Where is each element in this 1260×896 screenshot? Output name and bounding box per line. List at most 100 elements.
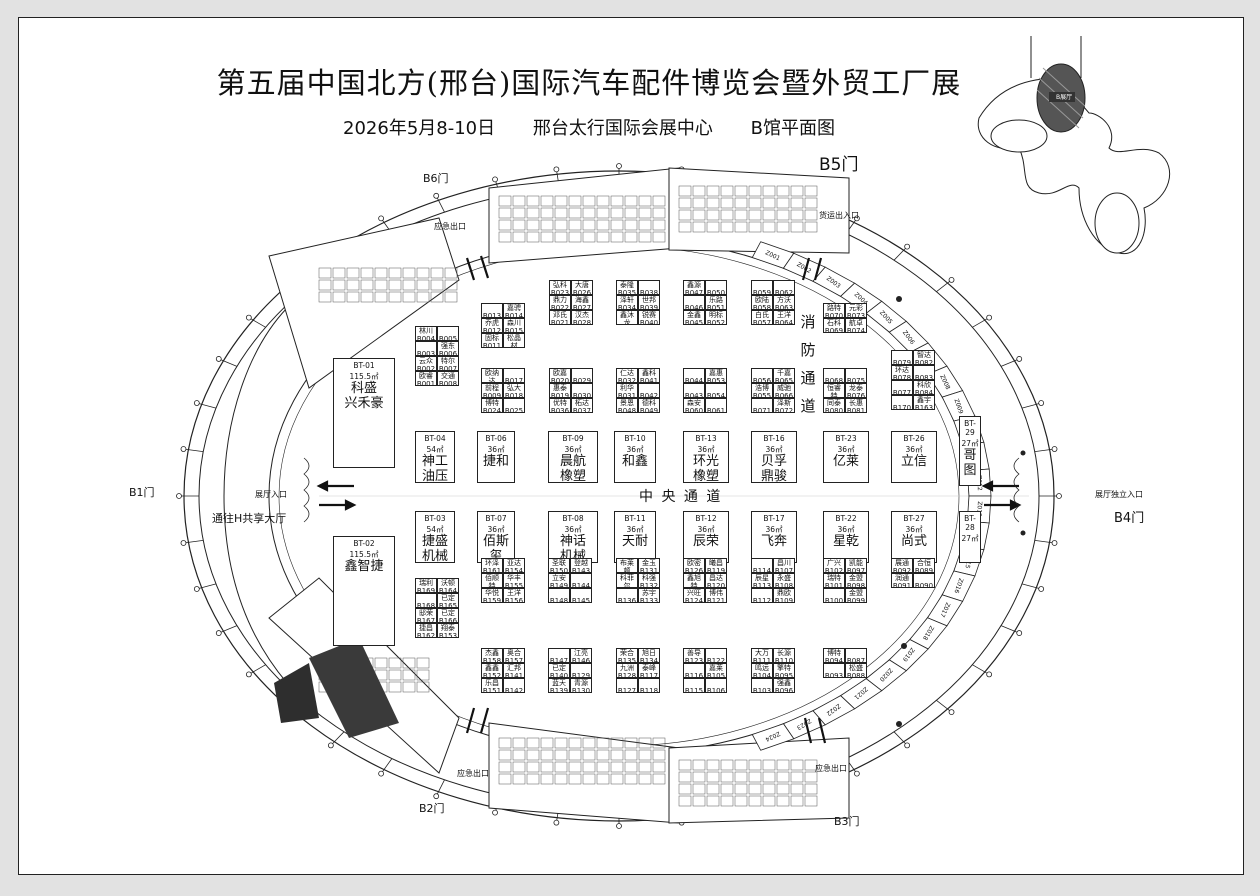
booth-b075[interactable]: B075: [845, 368, 867, 383]
booth-b043[interactable]: B043: [683, 383, 705, 398]
booth-b071[interactable]: B071: [751, 398, 773, 413]
booth-b087[interactable]: B087: [845, 648, 867, 663]
booth-b100[interactable]: B100: [823, 588, 845, 603]
booth-b017[interactable]: B017: [503, 368, 525, 383]
booth-b138[interactable]: 布莱顿B138: [616, 558, 638, 573]
booth-b083[interactable]: B083: [913, 365, 935, 380]
booth-b142[interactable]: B142: [503, 678, 525, 693]
booth-b013[interactable]: B013: [481, 303, 503, 318]
booth-b129[interactable]: B129: [570, 663, 592, 678]
booth-b170[interactable]: B170: [891, 395, 913, 410]
booth-b103[interactable]: B103: [751, 678, 773, 693]
booth-b030[interactable]: B030: [571, 383, 593, 398]
booth-b005[interactable]: B005: [437, 326, 459, 341]
booth-b118[interactable]: B118: [638, 678, 660, 693]
booth-b059[interactable]: B059: [751, 280, 773, 295]
booth-b115[interactable]: B115: [683, 678, 705, 693]
booth-b093[interactable]: B093: [823, 663, 845, 678]
booth-b046[interactable]: B046: [683, 295, 705, 310]
booth-b160[interactable]: 佰顺特B160: [481, 573, 503, 588]
booth-b079[interactable]: B079: [891, 350, 913, 365]
booth-b067[interactable]: 恒睿特B067: [823, 383, 845, 398]
booth-b144[interactable]: B144: [570, 573, 592, 588]
booth-b056[interactable]: B056: [751, 368, 773, 383]
booth-b168[interactable]: B168: [415, 593, 437, 608]
